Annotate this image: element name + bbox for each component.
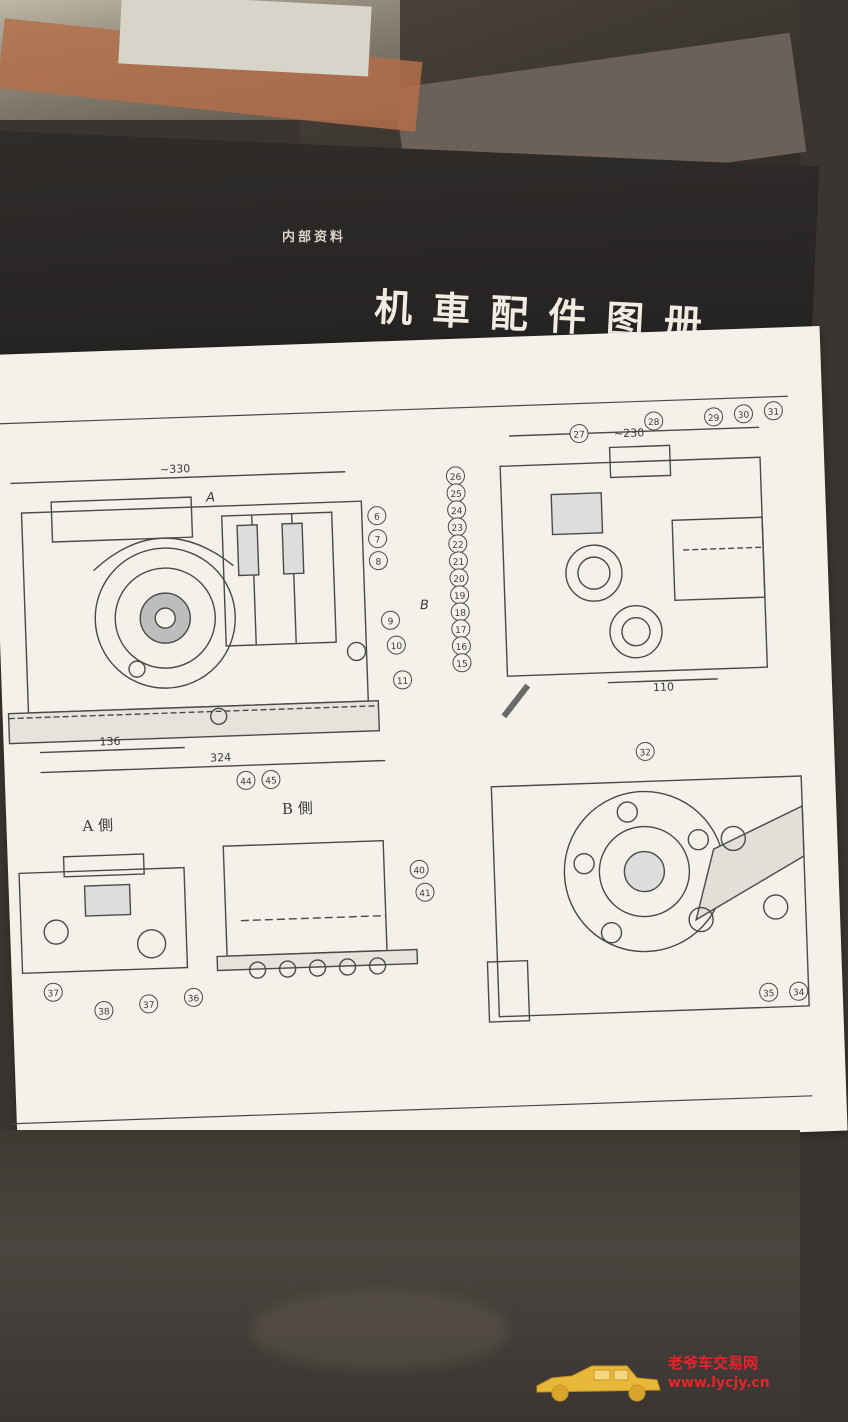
callout-30: 30: [738, 411, 750, 421]
callout-28: 28: [648, 418, 660, 428]
callout-8-circle: [368, 551, 388, 571]
callout-20: 20: [453, 575, 465, 585]
dimension-right-width: ~230: [614, 426, 645, 440]
callout-44: 44: [240, 777, 252, 787]
callout-29: 29: [708, 414, 720, 424]
callout-35-circle: [759, 982, 779, 1002]
callout-41-circle: [415, 882, 435, 902]
callout-34: 34: [793, 988, 805, 998]
callout-6: 6: [374, 513, 380, 523]
callout-36: 36: [188, 994, 200, 1004]
callout-27: 27: [573, 430, 585, 440]
callout-38-circle: [94, 1000, 114, 1020]
callout-15-circle: [452, 653, 472, 673]
callout-8: 8: [375, 558, 381, 568]
callout-9-circle: [380, 610, 400, 630]
callout-25: 25: [450, 490, 462, 500]
dimension-overall-width: ~330: [160, 462, 191, 476]
callout-11: 11: [397, 677, 409, 687]
callout-32: 32: [639, 748, 651, 758]
stacked-booklet: [118, 0, 372, 77]
callout-32-circle: [635, 741, 655, 761]
view-a-label: A 側: [81, 816, 113, 835]
callout-31: 31: [768, 408, 780, 418]
callout-31-circle: [763, 401, 783, 421]
callout-10: 10: [391, 642, 403, 652]
callout-7: 7: [375, 536, 381, 546]
dimension-mid-span: 324: [210, 751, 231, 765]
watermark-url: www.lycjy.cn: [668, 1375, 770, 1391]
callout-29-circle: [704, 407, 724, 427]
callout-18: 18: [454, 609, 466, 619]
callout-17: 17: [455, 626, 467, 636]
callout-37-circle: [43, 982, 63, 1002]
callout-37: 37: [47, 989, 59, 999]
cover-small-label: 内部资料: [282, 230, 347, 245]
callout-30-circle: [733, 404, 753, 424]
callout-34-circle: [789, 981, 809, 1001]
callout-6-circle: [367, 506, 387, 526]
callout-16: 16: [456, 643, 468, 653]
callout-9: 9: [387, 617, 393, 627]
vintage-car-logo: [536, 1365, 661, 1402]
callout-44-circle: [236, 770, 256, 790]
callout-41: 41: [419, 889, 431, 899]
callout-37-circle: [139, 994, 159, 1014]
callout-38: 38: [98, 1007, 110, 1017]
view-b-label: B 側: [282, 799, 313, 818]
callout-45-circle: [261, 770, 281, 790]
callout-37: 37: [143, 1001, 155, 1011]
callout-27-circle: [569, 424, 589, 444]
callout-40-circle: [409, 859, 429, 879]
dimension-left-offset: 136: [99, 735, 120, 749]
callout-10-circle: [386, 635, 406, 655]
section-arrow-b: B: [420, 598, 430, 613]
callout-11-circle: [393, 670, 413, 690]
callout-36-circle: [184, 987, 204, 1007]
callout-22: 22: [452, 541, 464, 551]
callout-24: 24: [451, 507, 463, 517]
callout-7-circle: [368, 529, 388, 549]
table-smudge: [250, 1290, 510, 1370]
callout-26: 26: [450, 473, 462, 483]
callout-19: 19: [454, 592, 466, 602]
callout-45: 45: [265, 776, 277, 786]
table-surface: [0, 1130, 800, 1422]
watermark-name: 老爷车交易网: [668, 1354, 759, 1372]
callout-23: 23: [451, 524, 463, 534]
section-arrow-a: A: [205, 490, 215, 505]
callout-40: 40: [413, 866, 425, 876]
callout-28-circle: [644, 411, 664, 431]
callout-21: 21: [453, 558, 465, 568]
callout-35: 35: [763, 989, 775, 999]
dimension-right-base: 110: [653, 680, 674, 694]
technical-drawing: 6 7 8 9 10 11 44 45 27 28 29 30 31 26 25 24 23 22 21 20 19 18…: [0, 395, 813, 1125]
callout-15: 15: [456, 660, 468, 670]
